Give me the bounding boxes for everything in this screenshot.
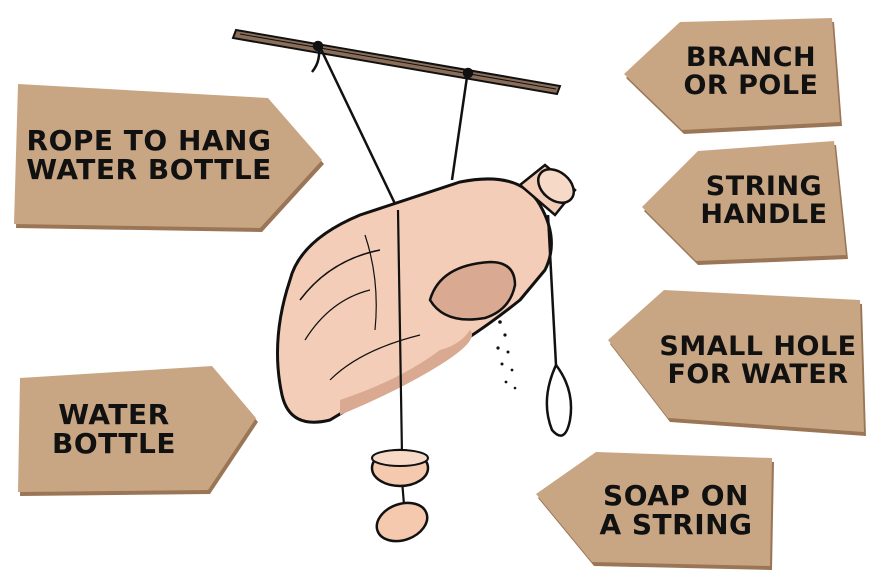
handle-tag-line2: HANDLE bbox=[700, 201, 827, 229]
soap-icon bbox=[371, 450, 432, 548]
branch-tag-line2: OR POLE bbox=[683, 72, 818, 100]
rope-to-hang-tag: ROPE TO HANG WATER BOTTLE bbox=[10, 76, 328, 234]
hole-tag-line2: FOR WATER bbox=[667, 361, 848, 389]
branch-or-pole-tag: BRANCH OR POLE bbox=[620, 12, 842, 132]
water-bottle-tag: WATER BOTTLE bbox=[16, 362, 262, 496]
water-drops bbox=[496, 320, 516, 389]
small-hole-tag: SMALL HOLE FOR WATER bbox=[604, 286, 866, 436]
branch-tag-line1: BRANCH bbox=[686, 44, 816, 72]
bottle-tag-line1: WATER bbox=[58, 400, 169, 429]
hole-tag-line1: SMALL HOLE bbox=[659, 333, 856, 361]
rope-tag-line1: ROPE TO HANG bbox=[27, 126, 272, 155]
handle-tag-line1: STRING bbox=[706, 173, 822, 201]
soap-on-string-tag: SOAP ON A STRING bbox=[532, 448, 776, 572]
string-handle bbox=[547, 215, 571, 436]
soap-tag-line2: A STRING bbox=[599, 510, 752, 539]
rope-tag-line2: WATER BOTTLE bbox=[26, 155, 272, 184]
bottle-tag-line2: BOTTLE bbox=[52, 429, 176, 458]
soap-tag-line1: SOAP ON bbox=[603, 481, 749, 510]
string-handle-tag: STRING HANDLE bbox=[638, 137, 850, 265]
